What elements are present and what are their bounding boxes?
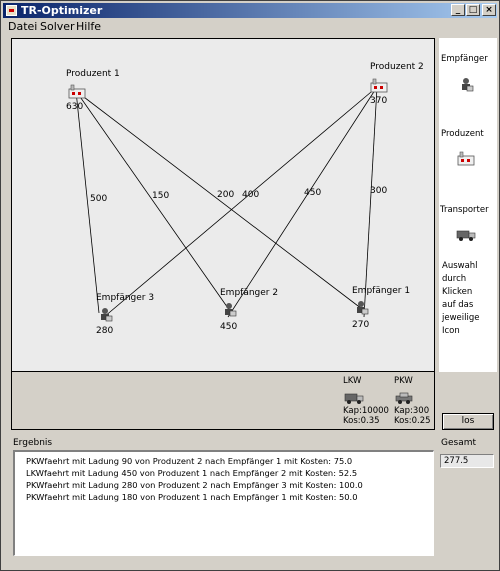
edge-p2-e2 xyxy=(227,86,378,318)
node-name: Produzent 1 xyxy=(66,69,120,79)
receiver-icon[interactable] xyxy=(220,302,238,322)
result-list[interactable]: PKWfaehrt mit Ladung 90 von Produzent 2 … xyxy=(13,450,434,556)
palette-hint: auf das xyxy=(442,300,474,310)
palette-hint: durch xyxy=(442,274,467,284)
window-title: TR-Optimizer xyxy=(21,4,103,17)
palette-receiver-label: Empfänger xyxy=(441,54,488,64)
palette-hint: Auswahl xyxy=(442,261,478,271)
car-icon[interactable] xyxy=(394,390,414,409)
node-value: 280 xyxy=(96,326,114,336)
minimize-button[interactable]: _ xyxy=(451,4,465,16)
total-value: 277.5 xyxy=(440,454,494,468)
factory-icon[interactable] xyxy=(68,83,86,103)
node-value: 450 xyxy=(220,322,238,332)
vehicle-name: LKW xyxy=(343,376,362,386)
result-line: PKWfaehrt mit Ladung 90 von Produzent 2 … xyxy=(26,456,353,466)
result-label: Ergebnis xyxy=(13,438,53,448)
menu-solver[interactable]: Solver xyxy=(40,20,75,33)
solve-button[interactable]: los xyxy=(442,413,494,430)
factory-icon[interactable] xyxy=(457,150,475,170)
edge-cost-label: 450 xyxy=(304,188,322,198)
maximize-button[interactable]: □ xyxy=(466,4,480,16)
edge-p1-e1 xyxy=(75,90,363,310)
vehicle-capacity: Kap:300 xyxy=(394,406,430,416)
vehicle-cost: Kos:0.35 xyxy=(343,416,380,426)
edge-p2-e3 xyxy=(103,86,378,318)
vehicle-panel: LKW Kap:10000 Kos:0.35 PKW Kap:300 Kos:0… xyxy=(11,372,435,430)
node-value: 270 xyxy=(352,320,370,330)
app-icon xyxy=(6,5,17,16)
palette-producer-label: Produzent xyxy=(441,129,484,139)
edge-p1-e3 xyxy=(75,90,100,314)
receiver-icon[interactable] xyxy=(96,307,114,327)
palette-hint: Klicken xyxy=(442,287,473,297)
vehicle-cost: Kos:0.25 xyxy=(394,416,431,426)
network-graph xyxy=(75,86,378,318)
node-value: 370 xyxy=(370,96,388,106)
network-canvas[interactable]: 500 150 200 400 450 300 Produzent 1 630 … xyxy=(11,38,435,372)
result-line: LKWfaehrt mit Ladung 450 von Produzent 1… xyxy=(26,468,358,478)
truck-icon[interactable] xyxy=(344,390,364,409)
node-name: Produzent 2 xyxy=(370,62,424,72)
menu-hilfe[interactable]: Hilfe xyxy=(76,20,102,33)
node-value: 630 xyxy=(66,102,84,112)
result-line: PKWfaehrt mit Ladung 180 von Produzent 1… xyxy=(26,492,358,502)
menu-datei[interactable]: Datei xyxy=(8,20,38,33)
edge-cost-label: 400 xyxy=(242,190,260,200)
edge-cost-label: 500 xyxy=(90,194,108,204)
edge-cost-label: 150 xyxy=(152,191,170,201)
node-name: Empfänger 2 xyxy=(220,288,279,298)
factory-icon[interactable] xyxy=(370,77,388,97)
result-line: PKWfaehrt mit Ladung 280 von Produzent 2… xyxy=(26,480,363,490)
total-label: Gesamt xyxy=(441,438,477,448)
truck-icon[interactable] xyxy=(456,227,476,246)
edge-p1-e2 xyxy=(75,90,231,312)
node-name: Empfänger 3 xyxy=(96,293,155,303)
edge-cost-label: 200 xyxy=(217,190,235,200)
palette-hint: jeweilige xyxy=(442,313,480,323)
edge-p2-e1 xyxy=(363,86,378,318)
close-button[interactable]: × xyxy=(482,4,496,16)
palette-hint: Icon xyxy=(442,326,460,336)
palette-panel: Empfänger Produzent Transporter xyxy=(439,38,497,372)
node-name: Empfänger 1 xyxy=(352,286,411,296)
edge-cost-label: 300 xyxy=(370,186,388,196)
title-bar[interactable]: TR-Optimizer _ □ × xyxy=(3,3,497,18)
vehicle-capacity: Kap:10000 xyxy=(343,406,389,416)
vehicle-name: PKW xyxy=(394,376,413,386)
receiver-icon[interactable] xyxy=(457,77,475,97)
receiver-icon[interactable] xyxy=(352,300,370,320)
menu-bar: Datei Solver Hilfe xyxy=(3,19,497,35)
palette-transporter-label: Transporter xyxy=(440,205,489,215)
